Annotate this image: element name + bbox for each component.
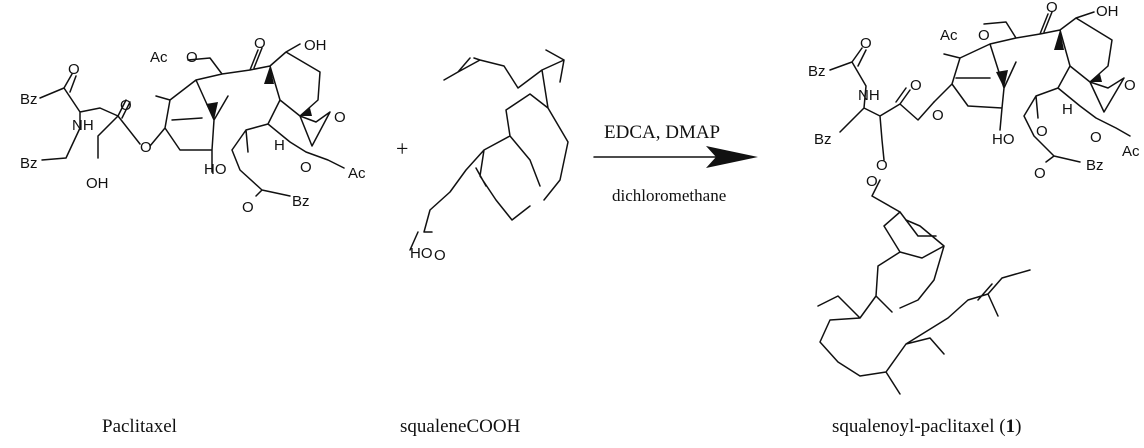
label-oh-1: OH: [304, 37, 327, 54]
compound-number: 1: [1005, 416, 1016, 437]
product-label-o-3: O: [860, 35, 872, 52]
label-ho: HO: [204, 161, 227, 178]
label-o-7: O: [242, 199, 254, 216]
plus-sign: +: [396, 136, 409, 161]
label-o-3: O: [68, 61, 80, 78]
product-label-ac-1: Ac: [940, 27, 958, 44]
label-ho-acid: HO: [410, 245, 433, 262]
squalene-chain-bonds: [409, 49, 569, 251]
label-nh: NH: [72, 117, 94, 134]
product-label-o-9: O: [1034, 165, 1046, 182]
label-ac-1: Ac: [150, 49, 168, 66]
caption-product-close: ): [1015, 416, 1022, 437]
product-label-ac-2: Ac: [1122, 143, 1140, 160]
product-label-bz-3: Bz: [1086, 157, 1104, 174]
product-label-o-5: O: [932, 107, 944, 124]
paclitaxel-structure: Ac O O OH Bz O NH O O Bz OH HO H O O Ac …: [20, 35, 366, 216]
product-label-o-10: O: [1036, 123, 1048, 140]
product-label-o-6: O: [876, 157, 888, 174]
caption-product-text: squalenoyl-paclitaxel (: [832, 416, 1006, 437]
paclitaxel-core-bonds: [149, 43, 345, 197]
label-o-acid: O: [434, 247, 446, 264]
product-label-bz-2: Bz: [814, 131, 832, 148]
reaction-solvent: dichloromethane: [612, 186, 727, 205]
label-o-6: O: [300, 159, 312, 176]
label-bz-2: Bz: [20, 155, 38, 172]
product-label-ho: HO: [992, 131, 1015, 148]
product-label-h: H: [1062, 101, 1073, 118]
label-ac-2: Ac: [348, 165, 366, 182]
product-label-o-1: O: [978, 27, 990, 44]
reaction-reagents: EDCA, DMAP: [604, 122, 721, 143]
product-label-o-8: O: [1090, 129, 1102, 146]
label-oh-2: OH: [86, 175, 109, 192]
caption-product: squalenoyl-paclitaxel (1): [832, 416, 1021, 438]
caption-paclitaxel: Paclitaxel: [102, 416, 177, 437]
squalenecooh-structure: HO O: [409, 49, 569, 264]
label-bz-1: Bz: [20, 91, 38, 108]
squalenoyl-paclitaxel-structure: Ac O O OH Bz O NH O Bz O O O HO H O O Ac…: [808, 0, 1140, 395]
product-label-o-2: O: [1046, 0, 1058, 16]
product-label-oh: OH: [1096, 3, 1119, 20]
label-o-4: O: [120, 97, 132, 114]
reaction-arrow: [593, 146, 758, 168]
paclitaxel-side-chain-bonds: [39, 73, 141, 161]
caption-squalenecooh: squaleneCOOH: [400, 416, 521, 437]
product-squalene-chain-bonds: [817, 211, 1031, 395]
label-h: H: [274, 137, 285, 154]
label-o-1: O: [186, 49, 198, 66]
label-bz-3: Bz: [292, 193, 310, 210]
product-label-o-7: O: [866, 173, 878, 190]
product-label-o-epoxide: O: [1124, 77, 1136, 94]
arrow-head: [706, 146, 758, 168]
label-o-2: O: [254, 35, 266, 52]
label-o-5: O: [140, 139, 152, 156]
product-label-nh: NH: [858, 87, 880, 104]
product-label-bz-1: Bz: [808, 63, 826, 80]
label-o-epoxide: O: [334, 109, 346, 126]
product-label-o-4: O: [910, 77, 922, 94]
